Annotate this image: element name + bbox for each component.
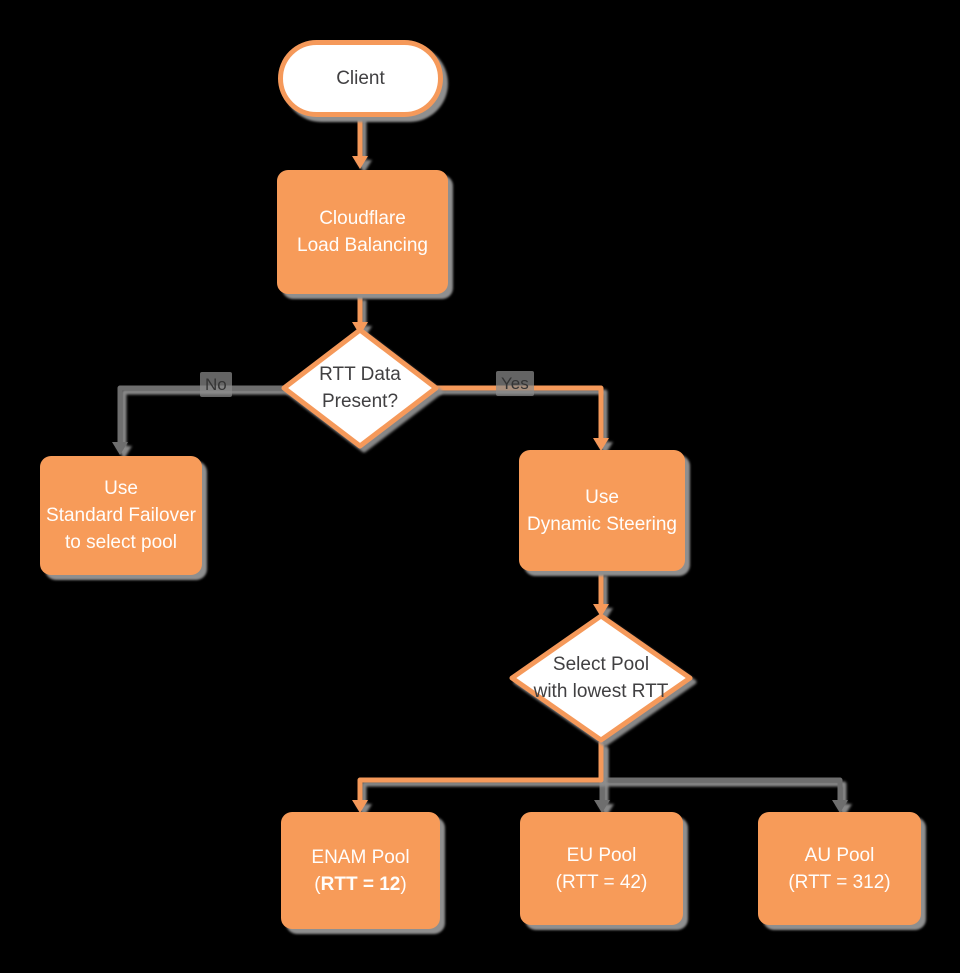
node-load-balancing-label: Cloudflare Load Balancing [297,208,428,256]
node-au-pool: AU Pool (RTT = 312) [758,812,921,925]
diamond-rtt-decision [281,327,439,449]
node-standard-failover-label: Use Standard Failover to select pool [46,478,196,553]
diamond-rtt-decision-label: RTT Data Present? [319,364,401,412]
arrowhead-into-au-pool [832,800,848,813]
diamond-pool-decision [509,613,693,743]
node-dynamic-steering-label: Use Dynamic Steering [527,486,677,535]
node-load-balancing: Cloudflare Load Balancing [277,170,448,294]
arrowhead-into-pool-decision [593,604,609,617]
arrowhead-into-load-balancing [352,156,368,169]
edge-pool-decision-to-enam [357,742,604,800]
node-dynamic-steering: Use Dynamic Steering [519,450,685,571]
edge-label-yes: Yes [496,371,534,396]
arrowhead-into-dynamic-steering [593,438,609,451]
enam-rtt-value: RTT = 12 [320,873,401,895]
enam-paren-close: ) [400,873,407,895]
edge-label-no: No [200,372,232,397]
enam-pool-name: ENAM Pool [311,846,410,868]
node-eu-pool: EU Pool (RTT = 42) [520,812,683,925]
node-client: Client [278,40,443,117]
node-client-label: Client [336,67,385,89]
node-standard-failover: Use Standard Failover to select pool [40,456,202,575]
edge-yes-to-dynamic-steering [434,385,604,438]
node-enam-pool: ENAM Pool (RTT = 12) [281,812,440,929]
node-eu-pool-label: EU Pool (RTT = 42) [555,844,648,893]
edge-pool-decision-to-au [602,777,843,800]
enam-paren-open: ( [314,873,321,895]
diamond-pool-decision-label: Select Pool with lowest RTT [533,654,669,702]
enam-pool-rtt: (RTT = 12) [311,871,409,898]
arrowhead-into-standard-failover [112,442,128,455]
arrowhead-into-enam-pool [352,800,368,813]
arrowhead-into-eu-pool [594,800,610,813]
node-au-pool-label: AU Pool (RTT = 312) [788,844,891,893]
node-enam-pool-label: ENAM Pool (RTT = 12) [311,844,409,898]
